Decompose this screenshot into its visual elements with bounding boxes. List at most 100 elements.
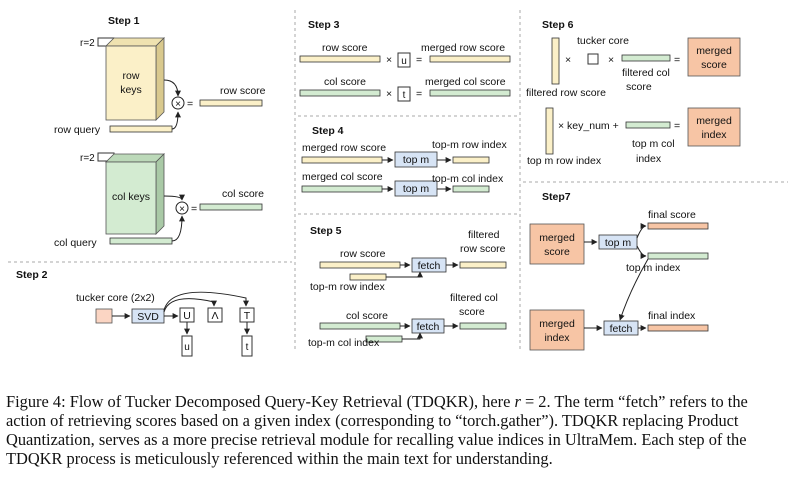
col-score-label: col score bbox=[222, 188, 264, 200]
step2-title: Step 2 bbox=[16, 269, 48, 281]
step5-group: row score fetch filtered row score top-m… bbox=[308, 229, 507, 349]
s4-top-m-row-index-label: top-m row index bbox=[432, 139, 507, 151]
lambda-label: Λ bbox=[211, 310, 218, 322]
s3-col-score-label: col score bbox=[324, 76, 366, 88]
s6-merged-index-box bbox=[687, 107, 741, 147]
s3-merged-col-score-bar bbox=[429, 89, 511, 97]
caption-part-1: Figure 4: Flow of Tucker Decomposed Quer… bbox=[6, 392, 515, 411]
step3-group: row score × u = merged row score col sco… bbox=[299, 42, 511, 102]
tucker-core-2x2-label: tucker core (2x2) bbox=[76, 292, 155, 304]
row-keys-label-1: row bbox=[123, 70, 140, 82]
tucker-core-square bbox=[95, 308, 113, 324]
s4-merged-row-score-bar bbox=[301, 156, 383, 164]
s6-merged-score-label-1: merged bbox=[696, 45, 732, 57]
s6-filtered-row-score-label: filtered row score bbox=[526, 87, 606, 99]
step1-row-branch: r=2 row keys × = row score row query bbox=[54, 37, 266, 136]
s6-filtered-col-bar bbox=[621, 54, 671, 62]
svg-text:=: = bbox=[416, 54, 422, 66]
s6-merged-score-box bbox=[687, 37, 741, 77]
s7-final-score-label: final score bbox=[648, 209, 696, 221]
dividers bbox=[8, 10, 788, 352]
s5-col-score-bar bbox=[319, 322, 401, 330]
s5-top-m-row-index-label: top-m row index bbox=[310, 281, 385, 293]
s5-top-m-col-index-label: top-m col index bbox=[308, 337, 380, 349]
s6-top-m-col-label-2: index bbox=[636, 153, 662, 165]
s7-merged-index-label-2: index bbox=[544, 332, 570, 344]
s7-final-score-bar bbox=[647, 222, 709, 230]
eq-col: = bbox=[191, 203, 197, 215]
col-query-label: col query bbox=[54, 237, 97, 249]
s6-filtered-col-label-2: score bbox=[626, 81, 652, 93]
multiply-op-row bbox=[171, 96, 185, 110]
r-label-col: r=2 bbox=[80, 153, 95, 164]
svg-text:=: = bbox=[674, 120, 680, 132]
step5-title: Step 5 bbox=[310, 225, 342, 237]
s5-filtered-col-label-1: filtered col bbox=[450, 292, 498, 304]
s3-row-score-label: row score bbox=[322, 42, 368, 54]
s3-t-label: t bbox=[403, 90, 406, 101]
s6-top-m-row-index-bar bbox=[545, 107, 554, 155]
s6-filtered-row-score-bar bbox=[551, 37, 560, 85]
s5-filtered-row-label-1: filtered bbox=[468, 229, 500, 241]
t-lower-label: t bbox=[246, 342, 249, 353]
step3-title: Step 3 bbox=[308, 19, 340, 31]
u-lower-label: u bbox=[184, 342, 190, 353]
step6-group: filtered row score × tucker core × filte… bbox=[526, 35, 741, 167]
s6-merged-index-label-2: index bbox=[701, 129, 727, 141]
s4-top-m-col-index-bar bbox=[452, 185, 490, 193]
s3-merged-row-score-bar bbox=[429, 55, 511, 63]
step6-title: Step 6 bbox=[542, 19, 574, 31]
s6-filtered-col-label-1: filtered col bbox=[622, 67, 670, 79]
s3-row-score-bar bbox=[299, 55, 381, 63]
s3-u-box bbox=[397, 52, 411, 68]
row-keys-side bbox=[155, 37, 165, 121]
s4-top-m-row-index-bar bbox=[452, 156, 490, 164]
s7-merged-score-box bbox=[529, 223, 585, 265]
s4-merged-col-score-bar bbox=[301, 185, 383, 193]
s6-tucker-core-label: tucker core bbox=[577, 35, 629, 47]
eq-row: = bbox=[187, 98, 193, 110]
s7-fetch-label: fetch bbox=[610, 323, 633, 335]
col-query-bar bbox=[109, 237, 173, 245]
s4-merged-row-score-label: merged row score bbox=[302, 142, 386, 154]
s7-merged-index-box bbox=[529, 309, 585, 351]
s4-top-m-row-label: top m bbox=[403, 154, 430, 166]
s3-merged-col-score-label: merged col score bbox=[425, 76, 506, 88]
s5-filtered-row-label-2: row score bbox=[460, 243, 506, 255]
u-upper-label: U bbox=[183, 310, 191, 322]
row-query-label: row query bbox=[54, 124, 101, 136]
step4-title: Step 4 bbox=[312, 125, 344, 137]
s4-top-m-col-index-label: top-m col index bbox=[432, 173, 504, 185]
col-keys-label: col keys bbox=[112, 191, 150, 203]
s5-filtered-row-bar bbox=[459, 261, 507, 269]
s5-fetch-col-label: fetch bbox=[417, 321, 440, 333]
s7-merged-score-label-2: score bbox=[544, 246, 570, 258]
u-lower-box bbox=[181, 335, 193, 357]
step7-group: merged score top m final score top m ind… bbox=[529, 209, 709, 351]
s3-merged-row-score-label: merged row score bbox=[421, 42, 505, 54]
s6-merged-index-label-1: merged bbox=[696, 115, 732, 127]
col-score-bar bbox=[199, 203, 263, 211]
svd-label: SVD bbox=[137, 311, 159, 323]
row-score-bar bbox=[199, 99, 263, 107]
s7-top-m-box bbox=[598, 234, 638, 250]
svg-text:×: × bbox=[386, 88, 392, 100]
svg-text:×: × bbox=[565, 54, 571, 66]
s7-merged-index-label-1: merged bbox=[539, 318, 575, 330]
svg-text:×: × bbox=[175, 99, 181, 110]
s3-u-label: u bbox=[401, 56, 407, 67]
s7-merged-score-label-1: merged bbox=[539, 232, 575, 244]
s7-final-index-bar bbox=[647, 324, 709, 332]
row-keys-box bbox=[105, 45, 157, 121]
svg-text:=: = bbox=[416, 88, 422, 100]
s6-top-m-col-index-bar bbox=[625, 121, 671, 129]
s5-filtered-col-bar bbox=[459, 322, 507, 330]
s5-col-score-label: col score bbox=[346, 310, 388, 322]
s5-fetch-row-label: fetch bbox=[418, 260, 441, 272]
r-label-row: r=2 bbox=[80, 38, 95, 49]
lambda-box bbox=[207, 307, 223, 323]
col-keys-box bbox=[105, 161, 157, 235]
step2-group: tucker core (2x2) SVD U Λ T u t bbox=[76, 291, 255, 357]
step4-group: merged row score top m top-m row index m… bbox=[301, 139, 507, 197]
s3-t-box bbox=[397, 86, 411, 102]
